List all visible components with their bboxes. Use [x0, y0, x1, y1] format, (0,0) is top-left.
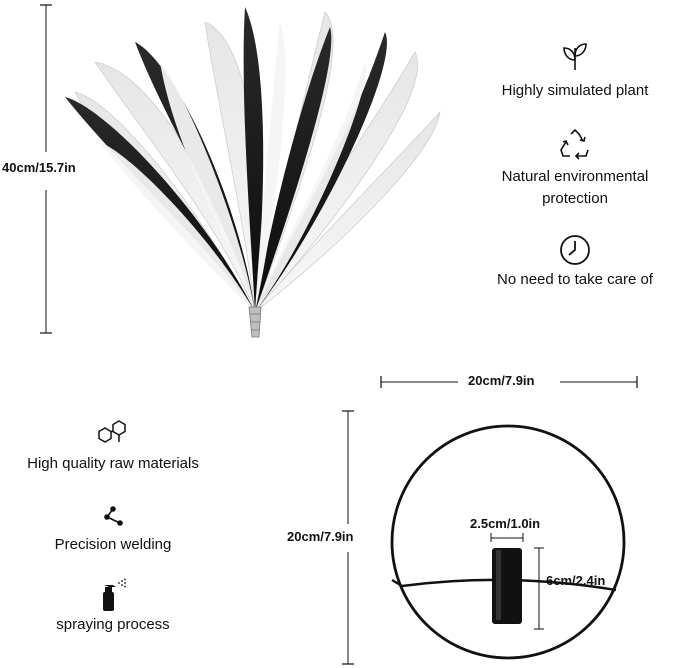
tube-diameter-label: 2.5cm/1.0in	[470, 516, 541, 531]
tube-diameter-dimension	[484, 530, 534, 544]
ring-width-label: 20cm/7.9in	[468, 373, 535, 388]
pampas-grass-image	[55, 2, 455, 342]
tube-height-dimension	[532, 546, 546, 632]
ring-width-dimension	[380, 372, 640, 392]
feature-label: Precision welding	[54, 536, 172, 553]
ring-holder-image	[380, 414, 640, 668]
plant-height-label: 40cm/15.7in	[2, 160, 76, 175]
recycle-icon	[560, 128, 589, 160]
feature-highly-simulated-plant: Highly simulated plant	[475, 40, 675, 102]
feature-natural-environmental-protection: Natural environmental protection	[475, 128, 675, 210]
feature-precision-welding: Precision welding	[13, 505, 213, 556]
feature-spraying-process: spraying process	[13, 578, 213, 636]
plant-height-dimension	[36, 4, 56, 334]
feature-label: spraying process	[56, 616, 170, 633]
feature-label-line2: protection	[542, 190, 608, 207]
welding-nodes-icon	[104, 506, 123, 526]
hexagon-molecule-icon	[98, 420, 126, 443]
ring-height-label: 20cm/7.9in	[287, 529, 354, 544]
clock-icon	[560, 235, 590, 265]
feature-no-need-to-take-care: No need to take care of	[475, 233, 675, 291]
tube-height-label: 6cm/2.4in	[546, 573, 606, 588]
feature-label: No need to take care of	[497, 271, 653, 288]
feature-label: Highly simulated plant	[501, 82, 649, 99]
feature-label: High quality raw materials	[27, 455, 199, 472]
plant-height-line	[40, 4, 52, 334]
leaf-icon	[563, 43, 587, 70]
feature-label-line1: Natural environmental	[501, 168, 649, 185]
feature-high-quality-raw-materials: High quality raw materials	[13, 418, 213, 475]
spray-bottle-icon	[103, 578, 126, 611]
ring-height-dimension	[338, 410, 358, 666]
